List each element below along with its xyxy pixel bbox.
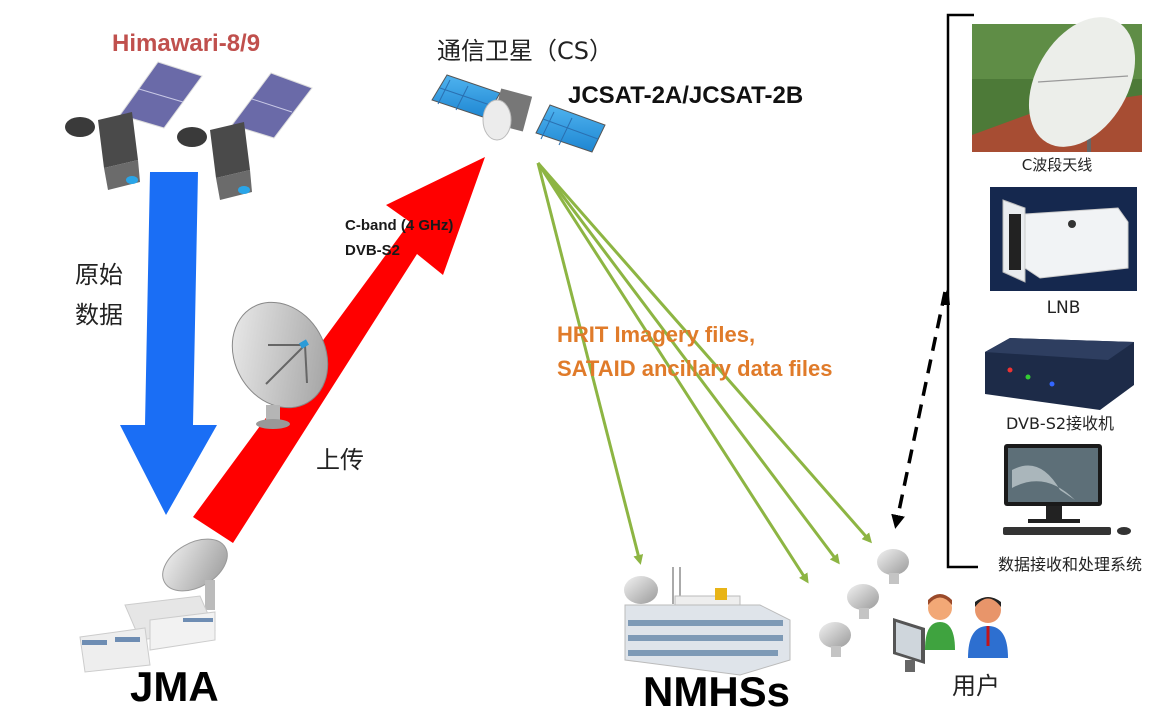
receiving-system-caption: 数据接收和处理系统 [997, 555, 1142, 574]
raw-data-label-line1: 原始 [75, 261, 123, 289]
raw-data-label-line2: 数据 [75, 301, 123, 329]
communication-satellite-title: 通信卫星（CS） [437, 37, 613, 65]
communication-satellite-icon [431, 74, 606, 153]
himawari-satellite-icon-2 [177, 72, 313, 200]
nmhss-label: NMHSs [643, 668, 791, 715]
broadcast-content-label: HRIT Imagery files, SATAID ancillary dat… [557, 318, 833, 386]
arrowhead-up-icon [941, 287, 950, 305]
uplink-band-standard: DVB-S2 [345, 242, 401, 259]
c-band-antenna-caption: C波段天线 [1021, 156, 1093, 174]
communication-satellite-name: JCSAT-2A/JCSAT-2B [568, 82, 804, 109]
processing-computer-image [1003, 444, 1131, 535]
users-label: 用户 [952, 672, 1000, 700]
dvb-s2-receiver-image [985, 338, 1134, 410]
uplink-band-label: C-band (4 GHz) DVB-S2 [345, 213, 453, 263]
raw-data-label: 原始 数据 [75, 255, 123, 335]
himawari-label: Himawari-8/9 [112, 30, 261, 57]
jma-building-icon [79, 538, 228, 673]
uplink-arrow-shape [193, 157, 485, 543]
user-dish-icons [819, 549, 909, 657]
broadcast-arrows [536, 162, 872, 584]
uplink-band-frequency: C-band (4 GHz) [345, 217, 454, 234]
broadcast-content-line1: HRIT Imagery files, [557, 322, 756, 347]
c-band-antenna-image [972, 17, 1142, 152]
nmhss-building-icon [624, 567, 791, 676]
uplink-dish-icon [231, 301, 329, 429]
user-receiving-link-arrow [891, 291, 947, 529]
dvb-s2-receiver-caption: DVB-S2接收机 [1005, 414, 1115, 433]
broadcast-content-line2: SATAID ancillary data files [557, 356, 833, 381]
jma-label: JMA [130, 663, 219, 710]
raw-data-arrow [120, 172, 217, 515]
uplink-label: 上传 [316, 446, 364, 474]
users-icon [893, 594, 1008, 672]
lnb-caption: LNB [1046, 298, 1081, 318]
himawari-satellite-icon-1 [65, 61, 203, 190]
lnb-image [990, 187, 1137, 291]
